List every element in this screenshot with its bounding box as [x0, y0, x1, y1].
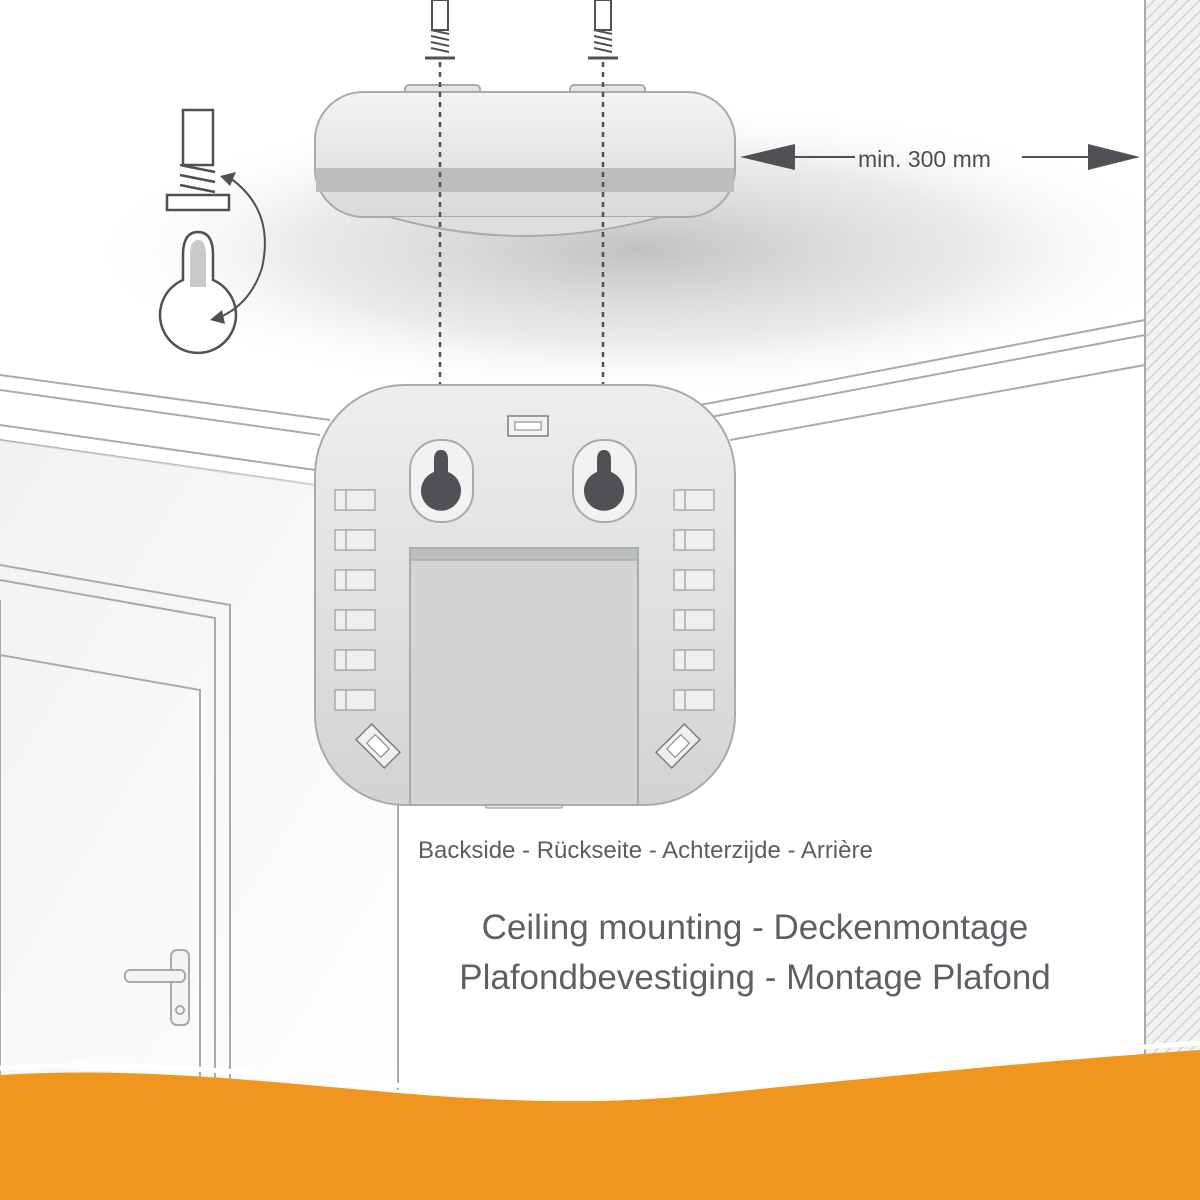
title-line-2: Plafondbevestiging - Montage Plafond [459, 958, 1051, 997]
door-handle-icon [124, 949, 190, 1026]
keyhole-slot-icon [409, 439, 474, 523]
keyhole-slot-icon [158, 230, 238, 355]
orange-wave [0, 1050, 1200, 1200]
corner-clip-right [655, 723, 701, 769]
detector-backside [314, 384, 736, 809]
backside-caption: Backside - Rückseite - Achterzijde - Arr… [418, 837, 873, 864]
smoke-detector-icon [314, 84, 736, 237]
keyhole-slot-icon [572, 439, 637, 523]
screw-icon [165, 108, 231, 212]
wall-hatching [1145, 0, 1200, 1200]
corner-clip-left [355, 723, 401, 769]
wave-highlight [0, 1040, 1200, 1097]
screw-icon [425, 0, 455, 60]
title-line-1: Ceiling mounting - Deckenmontage [481, 908, 1029, 947]
curved-arrow-icon [210, 172, 266, 324]
vent-slots-left [334, 489, 376, 711]
vent-slots-right [673, 489, 715, 711]
double-arrow-icon [740, 144, 1140, 170]
door [0, 564, 231, 1090]
distance-label: min. 300 mm [858, 146, 991, 172]
screw-icon [588, 0, 618, 60]
